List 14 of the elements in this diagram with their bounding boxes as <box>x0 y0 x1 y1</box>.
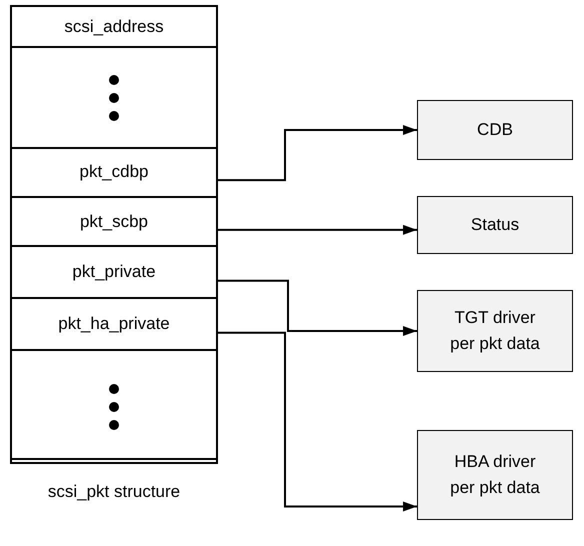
field-cell: pkt_ha_private <box>12 299 216 351</box>
field-cell: scsi_address <box>12 7 216 48</box>
field-cell: pkt_cdbp <box>12 147 216 198</box>
arrow <box>216 280 417 336</box>
field-cell: pkt_scbp <box>12 198 216 247</box>
data-box: Status <box>417 196 573 254</box>
arrow <box>216 125 417 182</box>
arrow <box>216 224 417 235</box>
data-box: HBA driver per pkt data <box>417 430 573 520</box>
structure-caption: scsi_pkt structure <box>48 482 180 501</box>
data-box: CDB <box>417 100 573 160</box>
arrow <box>216 332 417 512</box>
data-box: TGT driver per pkt data <box>417 290 573 372</box>
field-cell: pkt_private <box>12 247 216 299</box>
